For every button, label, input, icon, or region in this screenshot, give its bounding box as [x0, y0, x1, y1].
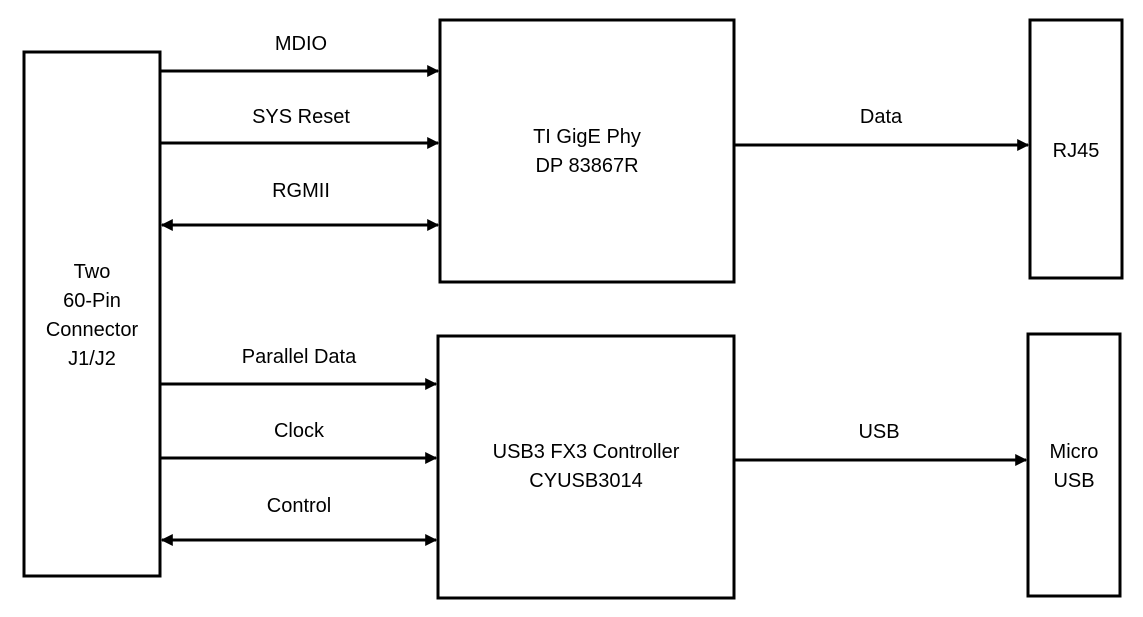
phy-label-line-2: DP 83867R: [535, 155, 638, 177]
rgmii-label: RGMII: [272, 180, 330, 202]
usb-controller-block: [436, 334, 736, 600]
connector-label-line-3: Connector: [46, 319, 139, 341]
connector-block: [22, 50, 162, 578]
rj45-block: [1028, 18, 1124, 280]
rj45-label: RJ45: [1053, 140, 1100, 162]
connector-label-line-2: 60-Pin: [63, 290, 121, 312]
clock-label: Clock: [274, 420, 325, 442]
usb-label: USB: [858, 421, 899, 443]
connector-label-line-4: J1/J2: [68, 348, 116, 370]
micro-usb-label-line-2: USB: [1053, 470, 1094, 492]
mdio-label: MDIO: [275, 33, 327, 55]
sys-reset-label: SYS Reset: [252, 106, 350, 128]
micro-usb-label-line-1: Micro: [1050, 441, 1099, 463]
data-label: Data: [860, 106, 903, 128]
connector-label-line-1: Two: [74, 261, 111, 283]
usb-controller-label-line-1: USB3 FX3 Controller: [493, 441, 680, 463]
parallel-data-label: Parallel Data: [242, 346, 357, 368]
micro-usb-block: [1026, 332, 1122, 598]
phy-block: [438, 18, 736, 284]
phy-label-line-1: TI GigE Phy: [533, 126, 641, 148]
usb-controller-label-line-2: CYUSB3014: [529, 470, 642, 492]
control-label: Control: [267, 495, 331, 517]
